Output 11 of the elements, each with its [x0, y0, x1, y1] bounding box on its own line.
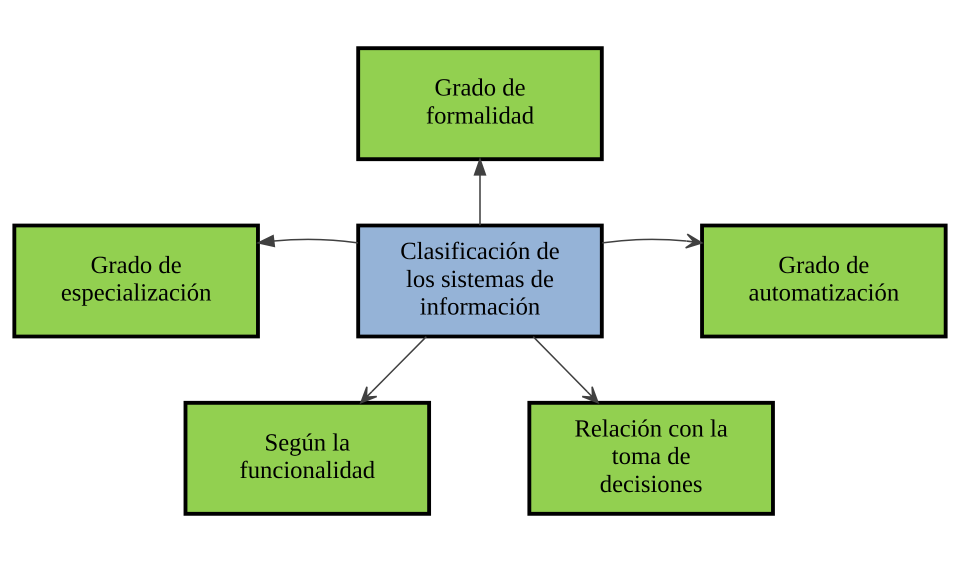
arrow [360, 336, 427, 404]
node-box: Grado de especialización [12, 224, 260, 338]
arrow [602, 233, 703, 249]
node-box: Relación con la toma de decisiones [527, 400, 775, 516]
arrow [532, 336, 599, 404]
node-box: Grado de formalidad [356, 46, 604, 162]
node-box: Clasificación de los sistemas de información [356, 224, 604, 338]
arrow [474, 157, 486, 226]
node-box: Grado de automatización [700, 224, 948, 338]
node-box: Según la funcionalidad [184, 400, 432, 516]
arrow [256, 234, 358, 248]
